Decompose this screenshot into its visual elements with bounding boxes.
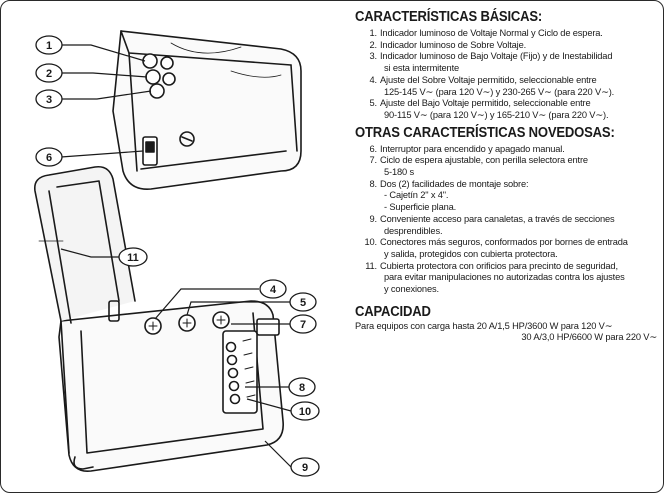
item-number: 7. [369, 155, 378, 166]
item-text: Ajuste del Sobre Voltaje permitido, sele… [380, 75, 661, 98]
led-over-icon [145, 69, 161, 85]
other-features-list: 6.Interruptor para encendido y apagado m… [355, 144, 661, 296]
callout-5-label: 5 [300, 297, 306, 309]
list-item: 4.Ajuste del Sobre Voltaje permitido, se… [355, 75, 661, 98]
callout-2-label: 2 [46, 68, 52, 80]
item-line: Ajuste del Bajo Voltaje permitido, selec… [380, 98, 591, 109]
callout-6-label: 6 [46, 152, 52, 164]
list-item: 2.Indicador luminoso de Sobre Voltaje. [355, 40, 661, 52]
callout-1-label: 1 [46, 40, 52, 52]
list-item: 10.Conectores más seguros, conformados p… [355, 237, 661, 260]
item-number: 8. [369, 178, 378, 189]
item-number: 6. [369, 143, 378, 154]
item-number: 3. [369, 51, 378, 62]
callout-1 [35, 35, 63, 55]
item-text: Conveniente acceso para canaletas, a tra… [380, 214, 661, 237]
item-line: para evitar manipulaciones no autorizada… [384, 272, 625, 283]
features-column: CARACTERÍSTICAS BÁSICAS: 1.Indicador lum… [355, 9, 661, 344]
led-normal-icon [142, 53, 158, 69]
item-text: Conectores más seguros, conformados por … [380, 237, 661, 260]
callout-6 [35, 147, 63, 167]
item-line: y salida, protegidos con cubierta protec… [384, 248, 558, 259]
item-text: Ciclo de espera ajustable, con perilla s… [380, 155, 661, 178]
device-illustration: 1 2 3 4 5 6 7 8 9 10 11 [1, 1, 357, 492]
item-text: Indicador luminoso de Sobre Voltaje. [380, 40, 661, 52]
list-item: 3.Indicador luminoso de Bajo Voltaje (Fi… [355, 51, 661, 74]
callout-9 [290, 457, 320, 477]
item-line: si esta intermitente [384, 63, 460, 74]
callout-10 [290, 401, 320, 421]
callout-4-label: 4 [270, 284, 277, 296]
led-under-icon [149, 83, 165, 99]
item-text: Indicador luminoso de Bajo Voltaje (Fijo… [380, 51, 661, 74]
list-item: 7.Ciclo de espera ajustable, con perilla… [355, 155, 661, 178]
item-text: Cubierta protectora con orificios para p… [380, 261, 661, 296]
callout-11 [118, 247, 148, 267]
list-item: 6.Interruptor para encendido y apagado m… [355, 144, 661, 156]
item-text: Interruptor para encendido y apagado man… [380, 144, 661, 156]
list-item: 8.Dos (2) facilidades de montaje sobre:-… [355, 179, 661, 214]
item-text: Dos (2) facilidades de montaje sobre:- C… [380, 179, 661, 214]
callout-9-label: 9 [302, 462, 308, 474]
item-line: - Cajetín 2" x 4". [384, 190, 449, 201]
item-line: y conexiones. [384, 284, 439, 295]
callout-11-label: 11 [127, 252, 139, 264]
item-line: desprendibles. [384, 225, 443, 236]
list-item: 1.Indicador luminoso de Voltaje Normal y… [355, 28, 661, 40]
callout-4 [259, 279, 287, 299]
callout-7 [289, 314, 317, 334]
item-line: 125-145 V∼ (para 120 V∼) y 230-265 V∼ (p… [384, 86, 615, 97]
callout-8 [288, 377, 316, 397]
top-device-body [112, 30, 302, 190]
basic-features-title: CARACTERÍSTICAS BÁSICAS: [355, 9, 543, 25]
item-line: Cubierta protectora con orificios para p… [380, 260, 618, 271]
item-number: 1. [369, 28, 378, 38]
item-line: Indicador luminoso de Voltaje Normal y C… [380, 28, 603, 38]
callout-8-label: 8 [299, 382, 305, 394]
item-number: 10. [364, 237, 378, 248]
protective-cover [33, 165, 136, 322]
callout-3-label: 3 [46, 94, 52, 106]
screw-icon [179, 131, 195, 147]
capacity-line-2: 30 A/3,0 HP/6600 W para 220 V∼ [521, 332, 657, 343]
item-number: 11. [365, 260, 377, 271]
item-line: Dos (2) facilidades de montaje sobre: [380, 178, 529, 189]
other-features-title: OTRAS CARACTERÍSTICAS NOVEDOSAS: [355, 124, 615, 141]
item-line: Ciclo de espera ajustable, con perilla s… [380, 155, 588, 166]
item-line: Indicador luminoso de Sobre Voltaje. [380, 39, 527, 50]
item-line: Ajuste del Sobre Voltaje permitido, sele… [380, 74, 597, 85]
list-item: 9.Conveniente acceso para canaletas, a t… [355, 214, 661, 237]
terminal-screws-icon [225, 341, 241, 405]
list-item: 11.Cubierta protectora con orificios par… [355, 261, 661, 296]
item-line: - Superficie plana. [384, 202, 457, 213]
item-line: Indicador luminoso de Bajo Voltaje (Fijo… [380, 51, 613, 62]
item-text: Ajuste del Bajo Voltaje permitido, selec… [380, 98, 661, 121]
capacity-line-1: Para equipos con carga hasta 20 A/1,5 HP… [355, 320, 613, 331]
callout-10-label: 10 [299, 406, 311, 418]
list-item: 5.Ajuste del Bajo Voltaje permitido, sel… [355, 98, 661, 121]
item-number: 5. [369, 98, 378, 109]
item-text: Indicador luminoso de Voltaje Normal y C… [380, 28, 661, 40]
item-number: 2. [369, 39, 378, 50]
capacity-title: CAPACIDAD [355, 303, 431, 320]
callout-2 [35, 63, 63, 83]
item-number: 9. [369, 213, 378, 224]
item-line: 5-180 s [384, 167, 414, 178]
item-line: 90-115 V∼ (para 120 V∼) y 165-210 V∼ (pa… [384, 109, 609, 120]
callout-7-label: 7 [300, 319, 306, 331]
item-line: Interruptor para encendido y apagado man… [380, 143, 565, 154]
item-line: Conectores más seguros, conformados por … [380, 237, 628, 248]
item-line: Conveniente acceso para canaletas, a tra… [380, 213, 615, 224]
callout-3 [35, 89, 63, 109]
callout-5 [289, 292, 317, 312]
basic-features-list: 1.Indicador luminoso de Voltaje Normal y… [355, 28, 661, 122]
item-number: 4. [369, 74, 378, 85]
